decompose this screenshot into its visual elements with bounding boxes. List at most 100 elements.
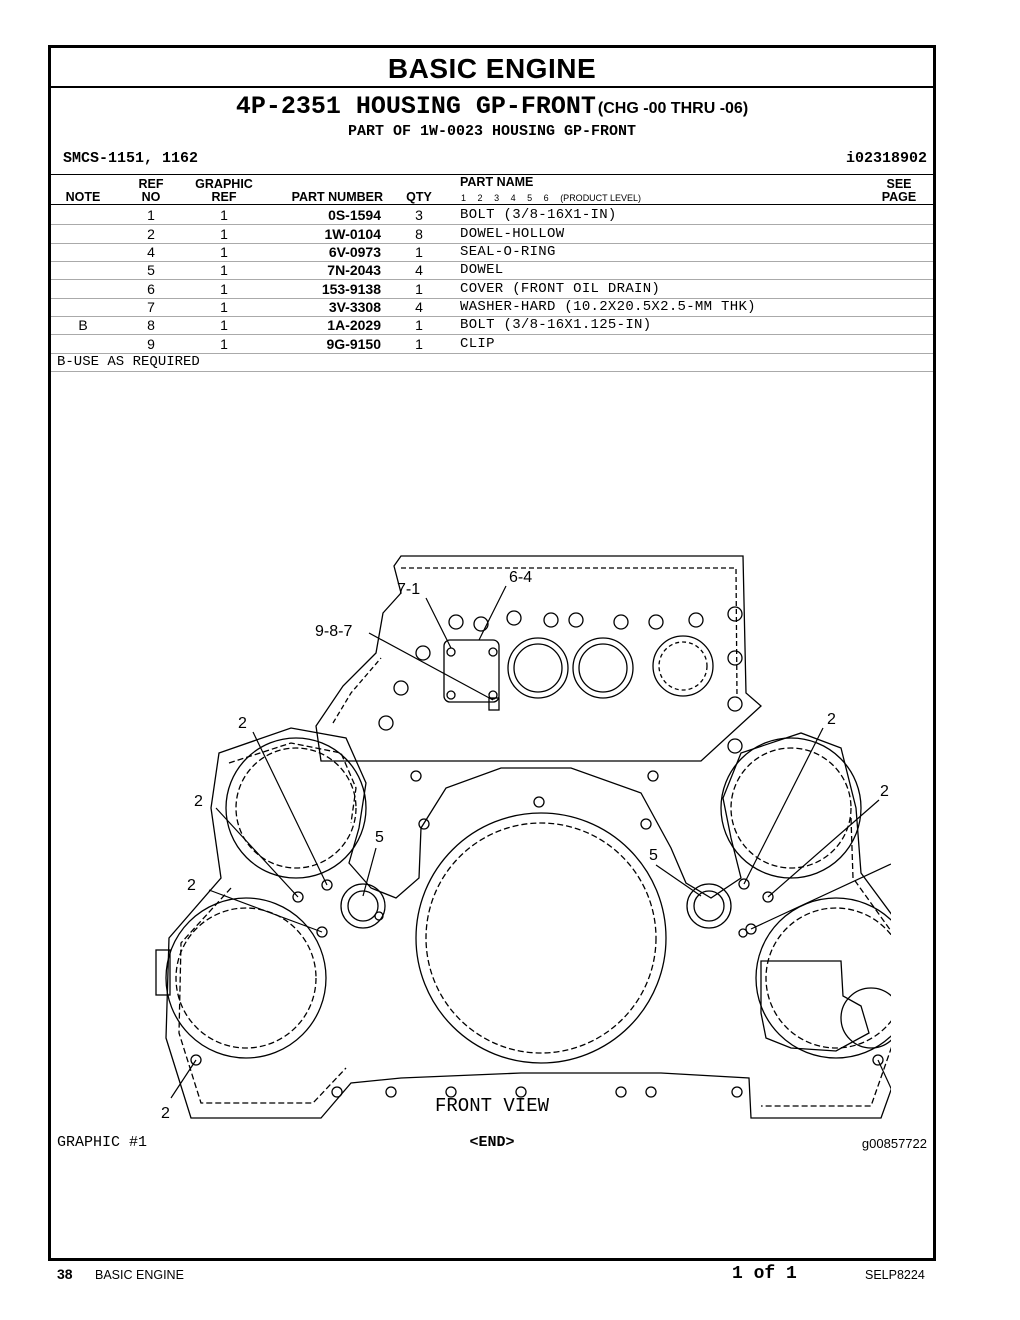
footer-section: BASIC ENGINE — [95, 1268, 184, 1282]
leader-2d — [170, 1059, 197, 1099]
cell-qty: 4 — [415, 299, 423, 315]
cell-qty: 8 — [415, 226, 423, 242]
title-divider — [51, 86, 933, 88]
cell-part-name: DOWEL-HOLLOW — [460, 226, 565, 242]
cover-clip — [488, 697, 500, 711]
leader-lines — [170, 585, 891, 1099]
table-row: 4 1 6V-0973 1 SEAL-O-RING — [51, 243, 933, 262]
cell-graphic-ref: 1 — [220, 244, 228, 260]
housing-main-dash — [178, 742, 891, 1107]
cell-ref: 9 — [147, 336, 155, 352]
leader-2e — [743, 727, 824, 885]
product-level: 1 — [461, 193, 467, 203]
page-count: 1 of 1 — [732, 1264, 797, 1284]
product-level: 6 — [543, 193, 549, 203]
callout-5: 5 — [649, 847, 658, 864]
table-row: 2 1 1W-0104 8 DOWEL-HOLLOW — [51, 225, 933, 244]
cell-part-number: 0S-1594 — [328, 207, 381, 223]
cell-qty: 1 — [415, 336, 423, 352]
page-frame: BASIC ENGINE 4P-2351 HOUSING GP-FRONT(CH… — [48, 45, 936, 1261]
leader-6-4 — [478, 585, 507, 641]
upper-port — [652, 635, 714, 697]
dowel-hollow — [321, 879, 333, 891]
boss — [543, 612, 559, 628]
upper-port-inner — [513, 643, 563, 693]
callout-2: 2 — [880, 783, 889, 800]
cell-ref: 6 — [147, 281, 155, 297]
cover-bolt — [446, 690, 456, 700]
boss — [688, 612, 704, 628]
bolt-hole — [731, 1086, 743, 1098]
oil-drain-cover — [443, 639, 500, 703]
upper-port-inner — [578, 643, 628, 693]
dowel-hollow — [292, 891, 304, 903]
col-part-number-header: PART NUMBER — [291, 190, 383, 204]
bolt-hole — [515, 1086, 527, 1098]
bolt-hole — [385, 1086, 397, 1098]
cell-part-number: 7N-2043 — [327, 262, 381, 278]
opening-upper-right-dash — [730, 747, 852, 869]
internal-pocket — [760, 960, 870, 1052]
cell-ref: 2 — [147, 226, 155, 242]
leader-2f — [767, 799, 880, 898]
bolt-hole — [410, 770, 422, 782]
opening-lower-left-dash — [175, 907, 317, 1049]
opening-upper-left — [225, 737, 367, 879]
cell-ref: 7 — [147, 299, 155, 315]
boss — [648, 614, 664, 630]
opening-lower-right-dash — [765, 907, 891, 1049]
opening-lower-right — [755, 897, 891, 1059]
cell-part-number: 1W-0104 — [324, 226, 381, 242]
leader-2g — [750, 863, 891, 930]
cell-ref: 8 — [147, 317, 155, 333]
dowel-hollow — [762, 891, 774, 903]
table-row: 5 1 7N-2043 4 DOWEL — [51, 261, 933, 280]
cell-qty: 3 — [415, 207, 423, 223]
callout-7-1: 7-1 — [397, 581, 420, 598]
boss — [506, 610, 522, 626]
col-part-name-header: PART NAME — [460, 175, 534, 189]
dowel-boss-left-inner — [347, 890, 379, 922]
product-level-label: (PRODUCT LEVEL) — [560, 193, 642, 203]
leader-2h — [877, 1059, 891, 1090]
front-housing-drawing: 7-1 6-4 9-8-7 2 2 2 2 5 5 2 2 2 2 — [155, 555, 891, 1122]
end-marker: <END> — [469, 1134, 515, 1151]
footnote-divider — [51, 371, 933, 372]
cell-qty: 4 — [415, 262, 423, 278]
table-row: 1 1 0S-1594 3 BOLT (3/8-16X1-IN) — [51, 206, 933, 225]
bolt-hole — [331, 1086, 343, 1098]
product-level: 5 — [527, 193, 533, 203]
part-of-line: PART OF 1W-0023 HOUSING GP-FRONT — [347, 123, 637, 140]
cell-qty: 1 — [415, 317, 423, 333]
boss — [473, 616, 489, 632]
callout-2: 2 — [827, 711, 836, 728]
callout-labels: 7-1 6-4 9-8-7 2 2 2 2 5 5 2 2 2 2 — [161, 569, 889, 1122]
table-row: 7 1 3V-3308 4 WASHER-HARD (10.2X20.5X2.5… — [51, 298, 933, 317]
callout-6-4: 6-4 — [509, 569, 532, 586]
group-title: 4P-2351 HOUSING GP-FRONT — [235, 92, 596, 121]
col-qty-header: QTY — [406, 190, 432, 204]
group-heading: 4P-2351 HOUSING GP-FRONT(CHG -00 THRU -0… — [51, 92, 933, 121]
boss — [727, 696, 743, 712]
leader-2c — [208, 889, 323, 933]
leader-2b — [215, 807, 299, 898]
change-range: (CHG -00 THRU -06) — [597, 100, 749, 117]
cell-part-name: DOWEL — [460, 262, 504, 278]
page-title: BASIC ENGINE — [387, 53, 597, 84]
smcs-codes: SMCS-1151, 1162 — [63, 150, 199, 167]
col-gref-header-1: GRAPHIC — [195, 177, 253, 191]
bolt-hole — [445, 1086, 457, 1098]
housing-upper-outline — [315, 555, 762, 762]
cell-part-number: 9G-9150 — [326, 336, 381, 352]
header-divider — [51, 174, 933, 175]
bolt-hole — [645, 1086, 657, 1098]
cell-part-number: 3V-3308 — [328, 299, 381, 315]
housing-main-outline — [165, 727, 891, 1119]
boss — [393, 680, 409, 696]
table-footnote: B-USE AS REQUIRED — [57, 354, 200, 370]
leader-7-1 — [425, 597, 452, 649]
cell-part-name: BOLT (3/8-16X1.125-IN) — [460, 317, 652, 333]
dowel-hollow — [316, 926, 328, 938]
table-row: 6 1 153-9138 1 COVER (FRONT OIL DRAIN) — [51, 280, 933, 299]
boss — [727, 738, 743, 754]
